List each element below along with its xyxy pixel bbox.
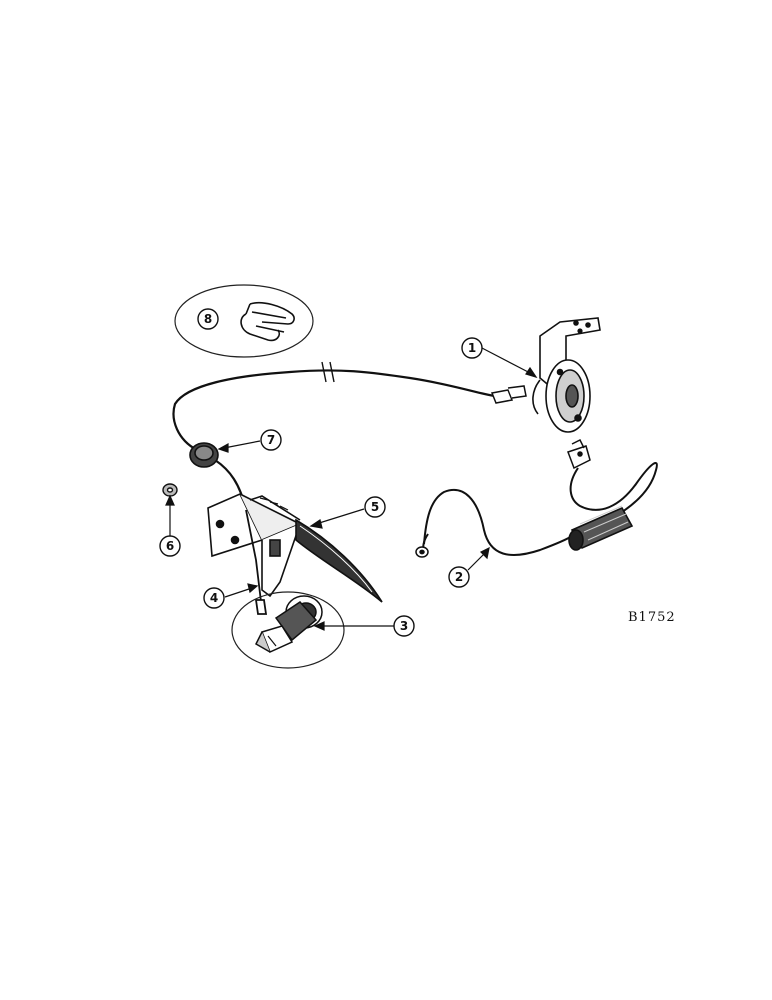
callout-7: 7	[260, 429, 282, 451]
figure-reference-code: B1752	[628, 610, 676, 625]
svg-text:1: 1	[468, 341, 476, 355]
horn-assembly	[532, 317, 601, 433]
callout-4: 4	[203, 587, 225, 609]
cable-terminal	[490, 385, 527, 404]
wire-clip-part	[240, 301, 295, 342]
svg-text:6: 6	[166, 539, 174, 553]
callout-3: 3	[393, 615, 415, 637]
svg-text:2: 2	[455, 570, 463, 584]
fuse-holder	[568, 505, 634, 551]
callout-5: 5	[364, 496, 386, 518]
horn-lead-wire	[569, 462, 658, 513]
svg-text:8: 8	[204, 312, 212, 326]
bracket-fin	[295, 518, 383, 603]
ring-terminal	[415, 546, 429, 558]
svg-text:4: 4	[210, 591, 218, 605]
inset-clip-detail	[174, 284, 314, 358]
ground-cable	[422, 489, 573, 557]
callout-1: 1	[461, 337, 483, 359]
svg-text:7: 7	[267, 433, 275, 447]
svg-text:3: 3	[400, 619, 408, 633]
switch-wire	[245, 509, 268, 615]
inset-switch-detail	[231, 591, 345, 669]
leader-lines	[165, 347, 538, 631]
cable-break-mark	[321, 361, 335, 383]
callout-8: 8	[197, 308, 219, 330]
switch-mounting-bracket	[207, 492, 383, 603]
horn-cable	[172, 369, 496, 511]
callout-2: 2	[448, 566, 470, 588]
callout-6: 6	[159, 535, 181, 557]
horn-switch	[255, 595, 323, 654]
grommet	[189, 442, 219, 468]
svg-text:5: 5	[371, 500, 379, 514]
horn-lead-plug	[567, 438, 591, 470]
washer	[162, 483, 178, 497]
